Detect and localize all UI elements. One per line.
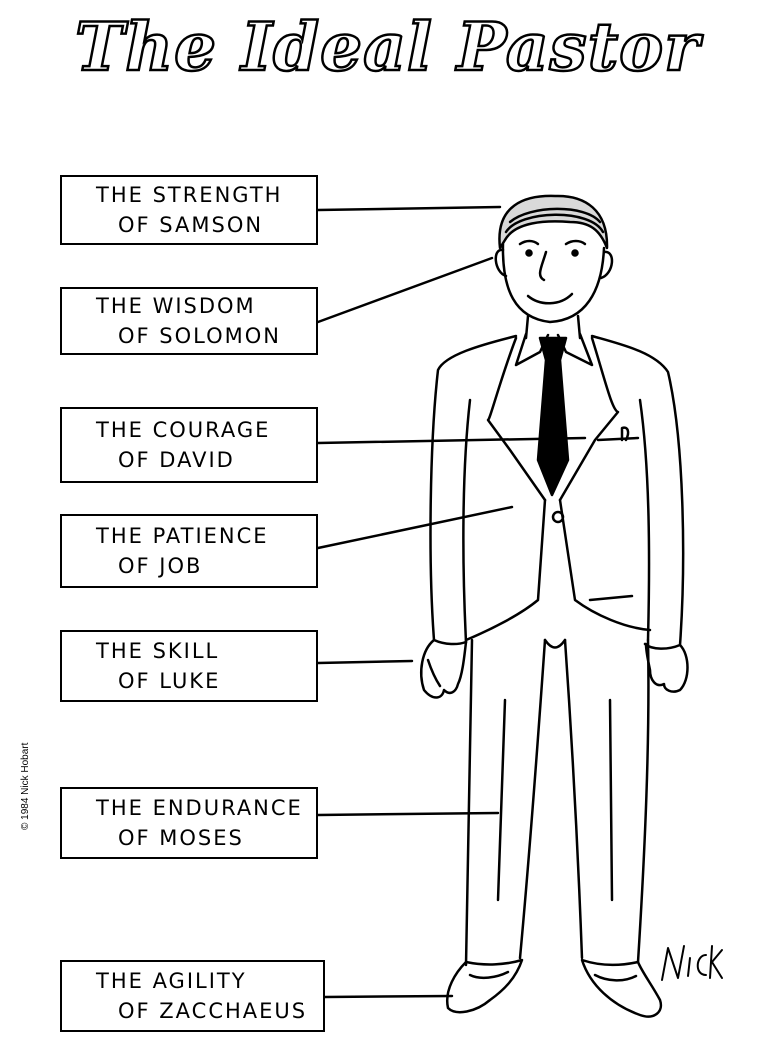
label-agility: THE AGILITY OF ZACCHAEUS	[60, 960, 325, 1032]
left-sleeve-inner	[462, 398, 472, 644]
left-lapel	[486, 336, 547, 502]
label-strength-line2: OF SAMSON	[118, 213, 264, 237]
label-wisdom: THE WISDOM OF SOLOMON	[60, 287, 318, 355]
pointer-endurance	[316, 811, 500, 817]
pointer-patience	[316, 505, 514, 550]
left-ear	[494, 248, 508, 278]
pointer-agility	[323, 994, 454, 999]
label-wisdom-line1: THE WISDOM	[96, 294, 256, 318]
label-courage: THE COURAGE OF DAVID	[60, 407, 318, 483]
label-strength: THE STRENGTH OF SAMSON	[60, 175, 318, 245]
left-brow	[518, 239, 540, 246]
pointer-lines	[316, 205, 587, 999]
pointer-wisdom	[316, 256, 494, 324]
left-hand	[420, 638, 468, 699]
breast-pocket	[596, 436, 640, 442]
pastor-head	[494, 194, 614, 340]
right-sleeve-inner	[638, 398, 651, 642]
label-endurance-line2: OF MOSES	[118, 826, 244, 850]
label-courage-line2: OF DAVID	[118, 448, 235, 472]
left-shoulder-arm	[429, 334, 518, 646]
jacket-button	[551, 510, 565, 524]
right-brow	[564, 239, 587, 246]
label-skill-line1: THE SKILL	[96, 639, 220, 663]
right-leg-inner	[563, 638, 584, 960]
pointer-strength	[316, 205, 502, 212]
label-wisdom-line2: OF SOLOMON	[118, 324, 281, 348]
right-shoe	[580, 958, 663, 1018]
hip-pocket	[588, 594, 634, 602]
right-lapel	[558, 336, 620, 502]
label-skill-line2: OF LUKE	[118, 669, 221, 693]
left-leg-inner	[518, 638, 547, 960]
neck	[524, 314, 582, 340]
nose	[538, 250, 548, 282]
right-leg-outer	[636, 638, 650, 964]
label-agility-line1: THE AGILITY	[96, 969, 247, 993]
right-ear	[599, 250, 614, 280]
crease-right	[608, 698, 614, 902]
left-eye	[525, 249, 533, 257]
left-shoe	[445, 958, 524, 1014]
label-endurance-line1: THE ENDURANCE	[96, 796, 303, 820]
label-skill: THE SKILL OF LUKE	[60, 630, 318, 702]
page-title: The Ideal Pastor	[74, 7, 700, 88]
pocket-pen	[620, 426, 630, 442]
shirt-and-tie	[514, 332, 594, 497]
shoes	[445, 958, 663, 1018]
jacket-front-right	[558, 498, 652, 632]
label-courage-line1: THE COURAGE	[96, 418, 271, 442]
label-endurance: THE ENDURANCE OF MOSES	[60, 787, 318, 859]
trousers	[464, 638, 650, 967]
label-patience-line2: OF JOB	[118, 554, 203, 578]
face	[501, 242, 606, 324]
jacket	[429, 334, 685, 650]
right-hand	[644, 642, 689, 693]
label-agility-line2: OF ZACCHAEUS	[118, 999, 308, 1023]
pointer-skill	[316, 659, 414, 665]
mouth	[526, 292, 574, 305]
label-patience: THE PATIENCE OF JOB	[60, 514, 318, 588]
right-eye	[571, 249, 579, 257]
jacket-front-left	[464, 498, 547, 642]
label-patience-line1: THE PATIENCE	[96, 524, 269, 548]
left-leg-outer	[464, 638, 474, 967]
hair	[498, 194, 609, 250]
artist-signature	[661, 945, 723, 981]
crease-left	[496, 698, 507, 902]
tie-icon	[536, 336, 570, 497]
right-shoulder-arm	[590, 334, 685, 650]
label-strength-line1: THE STRENGTH	[96, 183, 283, 207]
crotch	[543, 638, 567, 649]
